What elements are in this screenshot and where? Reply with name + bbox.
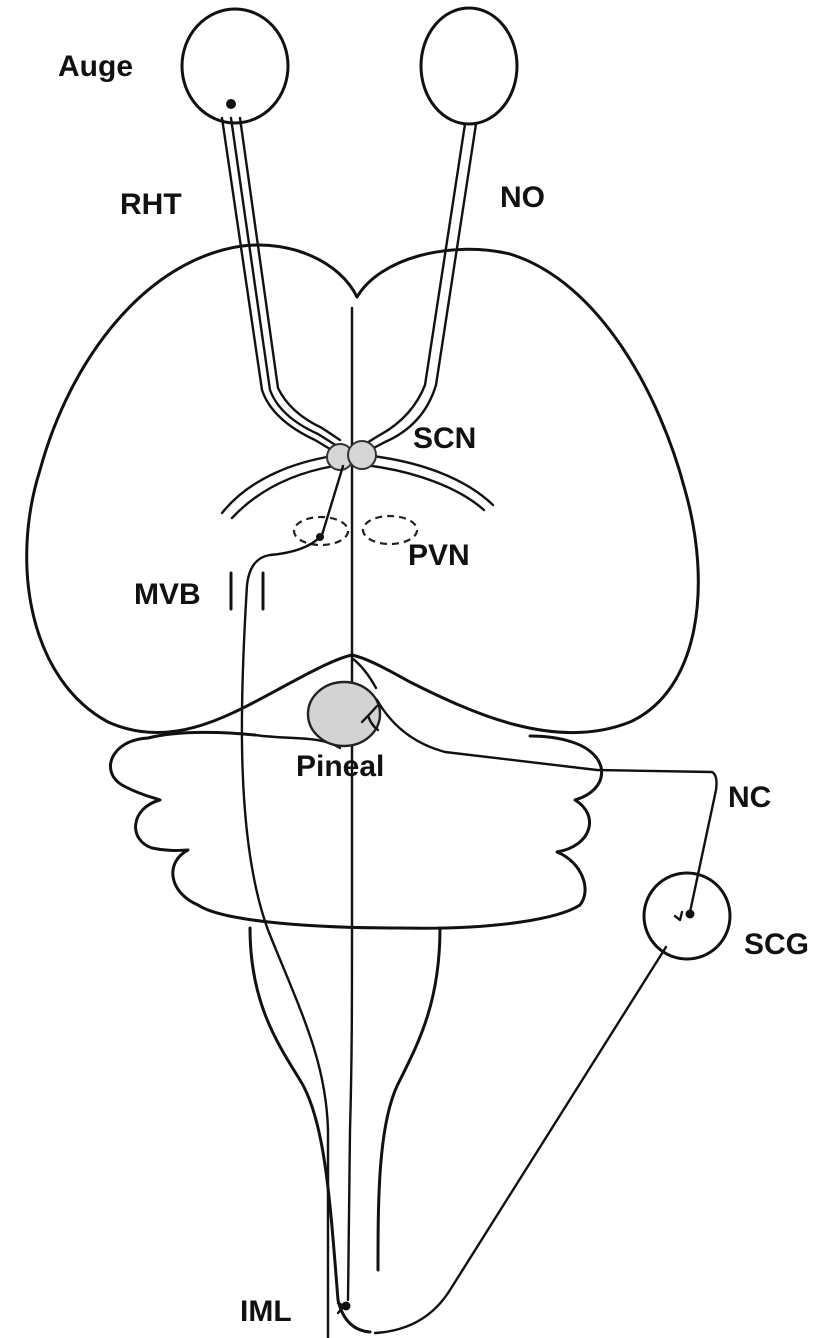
eye-retina-dot	[226, 99, 236, 109]
scn-nucleus-right	[348, 441, 376, 469]
scg-neuron-dot	[686, 910, 695, 919]
right-eye	[421, 8, 517, 124]
label-pineal: Pineal	[296, 752, 384, 782]
no-tract-inner	[366, 124, 476, 452]
label-rht: RHT	[120, 190, 182, 220]
scg-terminal	[675, 912, 682, 920]
optic-tract-left-arc-2	[232, 466, 334, 518]
descending-pathway-pvn-iml	[242, 537, 328, 1338]
label-scn: SCN	[413, 424, 476, 454]
scg-iml-path	[375, 947, 666, 1333]
scn-pvn-projection	[322, 466, 343, 535]
no-tract-outer	[362, 124, 465, 446]
label-pvn: PVN	[408, 541, 470, 571]
brainstem-right-edge	[378, 928, 440, 1270]
label-mvb: MVB	[134, 580, 201, 610]
label-iml: IML	[240, 1297, 292, 1327]
label-scg: SCG	[744, 930, 809, 960]
label-no: NO	[500, 183, 545, 213]
label-nc: NC	[728, 783, 771, 813]
optic-tract-right-arc-2	[372, 466, 484, 510]
label-auge: Auge	[58, 52, 133, 82]
cerebrum-outline	[27, 245, 699, 733]
